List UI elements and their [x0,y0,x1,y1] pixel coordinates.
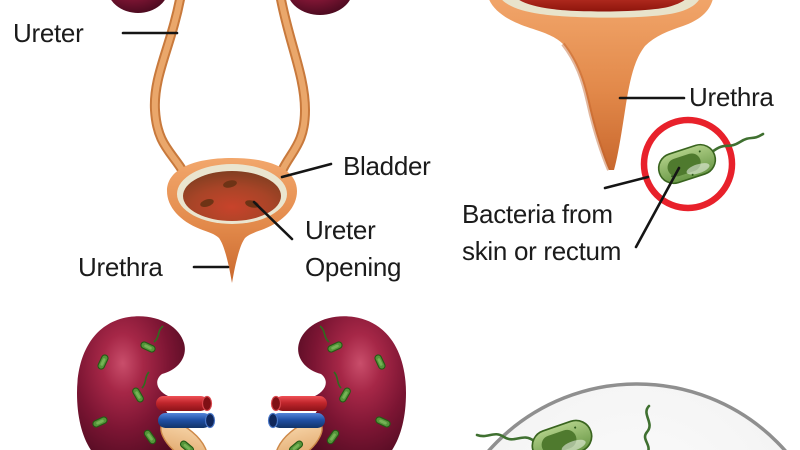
bladder-closeup-diagram [489,0,765,212]
infected-kidneys [77,316,406,450]
leader-tip-to-bacteria [603,175,650,190]
kidney-left-partial [111,0,165,13]
label-urethra-closeup: Urethra [689,82,774,112]
bladder-interior [183,171,281,221]
label-urethra-system: Urethra [78,252,163,282]
bacterium-flagellum [710,132,765,154]
ureter-opening-spot [223,180,237,188]
leader-bladder [280,162,333,179]
label-bladder: Bladder [343,151,431,181]
label-bacteria-source: Bacteria from skin or rectum [462,199,622,266]
label-ureter-opening: Ureter Opening [305,215,402,282]
leader-label-to-bacteria [634,166,681,249]
label-ureter: Ureter [13,18,84,48]
kidney-right [269,316,407,450]
kidney-right-partial [290,0,350,15]
ureter-opening-spot [200,199,214,207]
kidney-left [77,316,215,450]
bacterium-flagellum [475,432,536,443]
closeup-bladder-urine [519,0,685,12]
leader-ureter-opening [252,200,294,241]
leader-lines [121,31,686,269]
urethra-shading [561,42,611,171]
highlight-ring-icon [640,116,736,212]
closeup-bladder-wall [489,0,713,170]
magnifier-circle-icon [487,382,787,450]
magnified-bacteria-view [475,382,787,450]
bacterium-flagellum [643,404,651,450]
bacterium-icon [653,139,721,189]
